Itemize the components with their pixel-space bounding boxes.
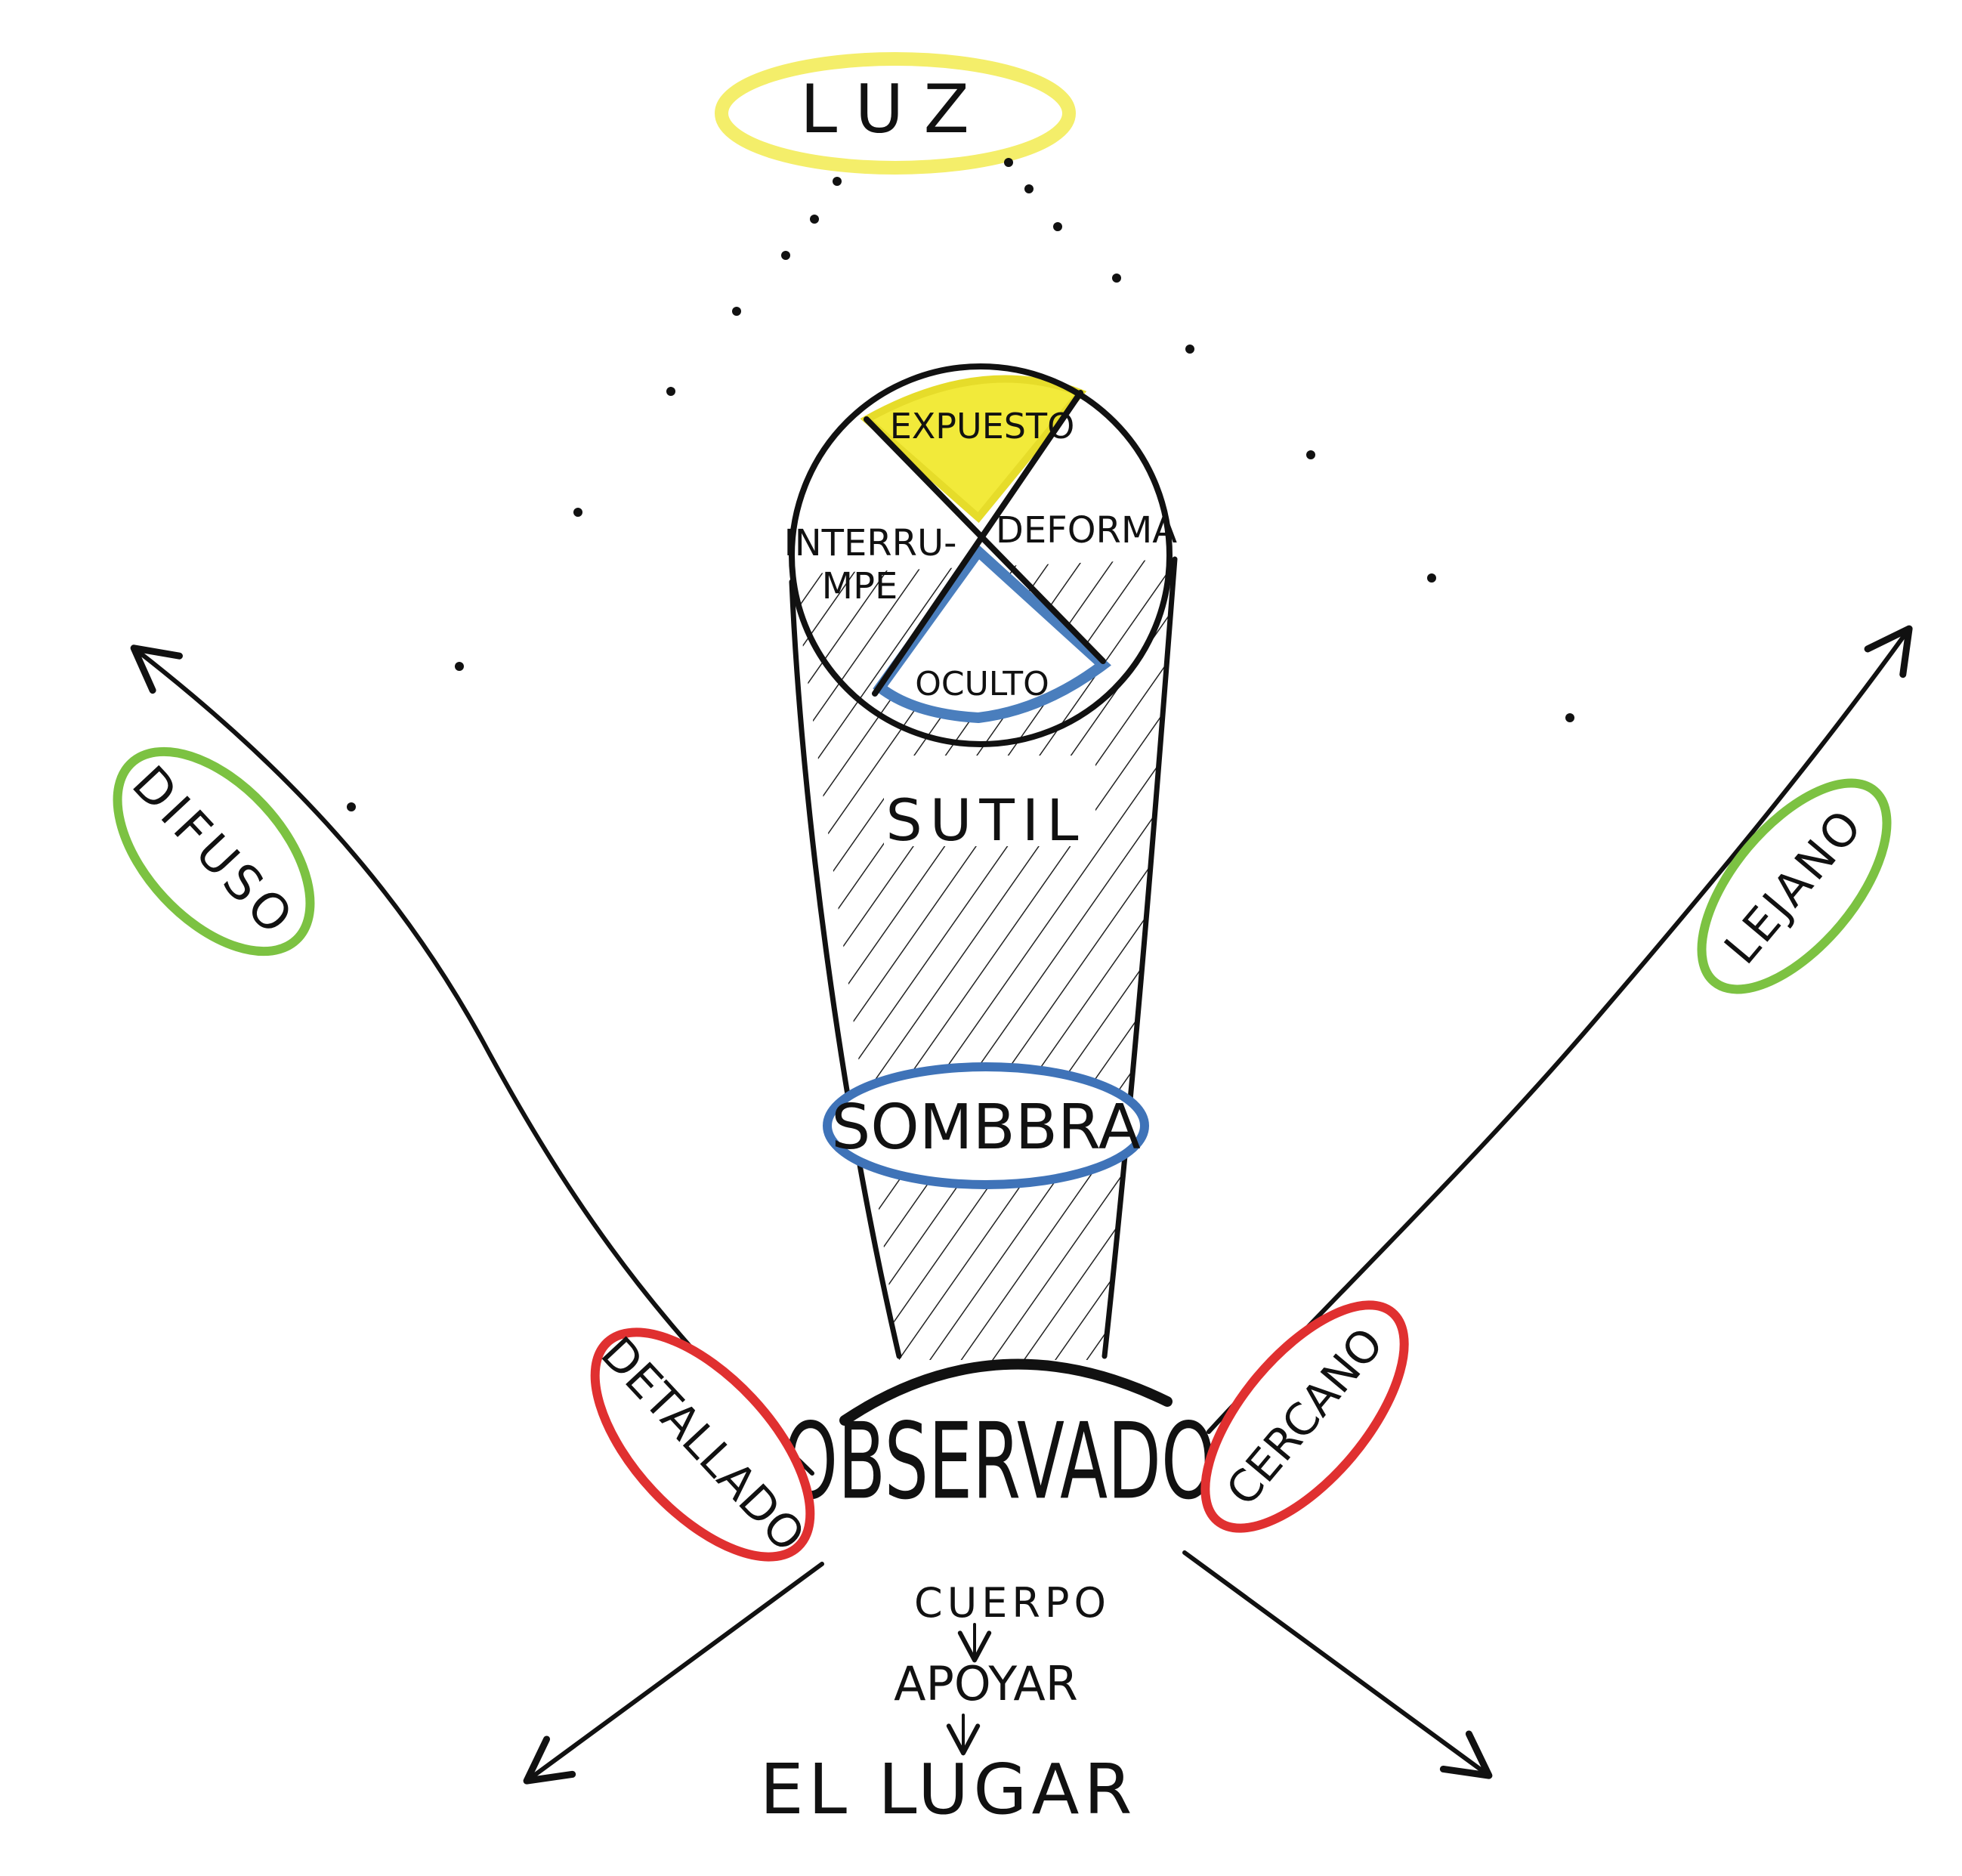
interrumpe-label-line1: INTERRU- [784,522,957,564]
sombra-node: SOMBBRA [823,1062,1149,1189]
lejano-outline [1697,778,1892,994]
oculto-label: OCULTO [915,665,1049,703]
difuso-node: DIFUSO [113,746,315,957]
arrow-upper-right [1207,625,1913,1434]
circle-outline [789,363,1173,747]
expuesto-label: EXPUESTO [890,406,1075,447]
observador-label: OBSERVADOR [783,1400,1265,1523]
cercano-node: CERCANO [1200,1300,1409,1533]
detallado-outline [590,1327,815,1562]
apoyar-label: APOYAR [894,1656,1078,1711]
arrow-lower-right [1182,1550,1493,1779]
sutil-label: SUTIL [885,787,1086,854]
luz-outline [715,52,1076,175]
el-lugar-label: EL LUGAR [760,1749,1137,1830]
sutil-backdrop [884,756,1095,846]
luz-label: LUZ [800,70,990,148]
oculto-sector [873,543,1111,724]
exposure-circle: EXPUESTO DEFORMA INTERRU- MPE OCULTO [784,363,1177,747]
interrumpe-label-line2: MPE [822,565,898,607]
observer-arc [839,1358,1173,1426]
cuerpo-label: CUERPO [914,1579,1111,1627]
deforma-label: DEFORMA [996,509,1177,552]
luz-node: LUZ [715,52,1076,175]
cercano-outline [1200,1300,1409,1533]
difuso-outline [113,746,315,957]
light-rays-left [347,177,842,811]
sombra-label: SOMBBRA [831,1092,1141,1164]
arrow-lower-left [523,1562,824,1785]
arrow-upper-left [130,644,814,1476]
light-rays-right [1004,158,1574,722]
sombra-outline [823,1062,1149,1189]
